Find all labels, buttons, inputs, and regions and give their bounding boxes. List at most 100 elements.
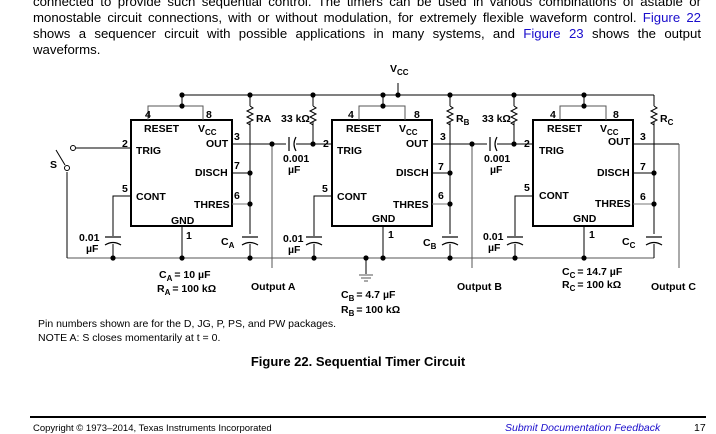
timer-a-labels: 4 8 RESET VCC 3 OUT 2 TRIG 7 DISCH 5 CON…: [79, 109, 296, 297]
cont-capacitor-b: [305, 236, 323, 246]
svg-text:4: 4: [145, 109, 151, 121]
svg-text:TRIG: TRIG: [539, 145, 564, 157]
svg-text:RC= 100 kΩ: RC= 100 kΩ: [562, 279, 621, 293]
switch-label: S: [50, 159, 57, 171]
svg-text:0.01: 0.01: [483, 231, 504, 243]
body-text: shows the output: [591, 26, 701, 41]
svg-text:VCC: VCC: [198, 123, 217, 137]
svg-text:1: 1: [186, 230, 192, 242]
svg-text:7: 7: [438, 161, 444, 173]
svg-text:DISCH: DISCH: [597, 167, 630, 179]
svg-text:CA: CA: [221, 236, 235, 250]
svg-text:3: 3: [234, 131, 240, 143]
svg-text:CONT: CONT: [539, 190, 569, 202]
svg-text:4: 4: [348, 109, 354, 121]
svg-text:5: 5: [122, 183, 128, 195]
svg-text:33 kΩ: 33 kΩ: [482, 113, 511, 125]
svg-text:CONT: CONT: [136, 191, 166, 203]
cont-capacitor-a: [104, 236, 122, 246]
svg-text:CC= 14.7 µF: CC= 14.7 µF: [562, 266, 623, 280]
svg-text:8: 8: [414, 109, 420, 121]
svg-text:3: 3: [640, 131, 646, 143]
svg-text:RB= 100 kΩ: RB= 100 kΩ: [341, 304, 400, 318]
svg-text:THRES: THRES: [595, 198, 631, 210]
svg-text:OUT: OUT: [608, 136, 631, 148]
output-c-label: Output C: [651, 281, 696, 293]
svg-text:CB: CB: [423, 237, 437, 251]
svg-text:µF: µF: [288, 164, 301, 176]
svg-text:0.01: 0.01: [283, 233, 304, 245]
svg-text:CC: CC: [622, 236, 636, 250]
svg-text:DISCH: DISCH: [396, 167, 429, 179]
svg-text:CA= 10 µF: CA= 10 µF: [159, 269, 211, 283]
output-b-label: Output B: [457, 281, 502, 293]
body-line-4: waveforms.: [33, 42, 101, 57]
junction-dots: [110, 92, 657, 261]
resistor-rb: [446, 105, 454, 126]
svg-text:GND: GND: [573, 213, 597, 225]
svg-text:GND: GND: [372, 213, 396, 225]
svg-text:RA= 100 kΩ: RA= 100 kΩ: [157, 283, 216, 297]
timing-capacitor-a: [241, 234, 259, 246]
figure-23-link[interactable]: Figure 23: [523, 26, 584, 41]
note-a: NOTE A: S closes momentarily at t = 0.: [38, 332, 221, 344]
coupling-capacitor-b: [286, 136, 297, 152]
svg-text:CB= 4.7 µF: CB= 4.7 µF: [341, 289, 396, 303]
svg-text:µF: µF: [488, 242, 501, 254]
footer-divider: [30, 416, 706, 418]
svg-text:33 kΩ: 33 kΩ: [281, 113, 310, 125]
svg-text:2: 2: [122, 138, 128, 150]
svg-text:µF: µF: [490, 164, 503, 176]
output-a-label: Output A: [251, 281, 296, 293]
svg-text:RESET: RESET: [547, 123, 583, 135]
body-text: shows a sequencer circuit with possible …: [33, 26, 515, 41]
pin-note: Pin numbers shown are for the D, JG, P, …: [38, 318, 337, 330]
svg-text:RA: RA: [256, 113, 272, 125]
svg-text:1: 1: [589, 229, 595, 241]
svg-text:TRIG: TRIG: [136, 145, 161, 157]
resistor-ra: [246, 105, 254, 126]
svg-text:VCC: VCC: [399, 123, 418, 137]
switch-s-icon: [55, 145, 76, 171]
svg-text:6: 6: [438, 190, 444, 202]
svg-text:GND: GND: [171, 215, 195, 227]
svg-text:0.001: 0.001: [283, 153, 309, 165]
submit-feedback-link[interactable]: Submit Documentation Feedback: [505, 422, 661, 434]
resistor-rc: [650, 105, 658, 126]
svg-text:5: 5: [322, 183, 328, 195]
body-line-3: shows a sequencer circuit with possible …: [33, 26, 701, 42]
svg-text:8: 8: [613, 109, 619, 121]
svg-text:OUT: OUT: [206, 138, 229, 150]
svg-text:8: 8: [206, 109, 212, 121]
svg-text:TRIG: TRIG: [337, 145, 362, 157]
resistor-33k-c: [510, 105, 518, 126]
body-paragraph: connected to provide such sequential con…: [33, 0, 701, 58]
cont-capacitor-c: [506, 236, 524, 246]
svg-text:2: 2: [524, 138, 530, 150]
timing-capacitor-b: [441, 234, 459, 246]
svg-text:VCC: VCC: [600, 123, 619, 137]
page-number: 17: [694, 422, 706, 434]
ground-icon: [359, 274, 373, 282]
resistor-33k-b: [309, 105, 317, 126]
svg-text:5: 5: [524, 182, 530, 194]
svg-text:RC: RC: [660, 113, 674, 127]
svg-text:7: 7: [640, 161, 646, 173]
svg-text:RB: RB: [456, 113, 470, 127]
svg-text:µF: µF: [288, 244, 301, 256]
svg-text:OUT: OUT: [406, 138, 429, 150]
svg-text:THRES: THRES: [194, 199, 230, 211]
svg-text:RESET: RESET: [144, 123, 180, 135]
svg-text:3: 3: [440, 131, 446, 143]
vcc-label: VCC: [390, 63, 409, 77]
coupling-capacitor-c: [487, 136, 498, 152]
svg-text:0.001: 0.001: [484, 153, 510, 165]
figure-22-link[interactable]: Figure 22: [642, 10, 701, 25]
svg-text:DISCH: DISCH: [195, 167, 228, 179]
svg-text:0.01: 0.01: [79, 232, 100, 244]
svg-text:6: 6: [234, 190, 240, 202]
body-line-2: monostable circuit connections, with or …: [33, 10, 701, 26]
svg-text:THRES: THRES: [393, 199, 429, 211]
svg-text:6: 6: [640, 191, 646, 203]
